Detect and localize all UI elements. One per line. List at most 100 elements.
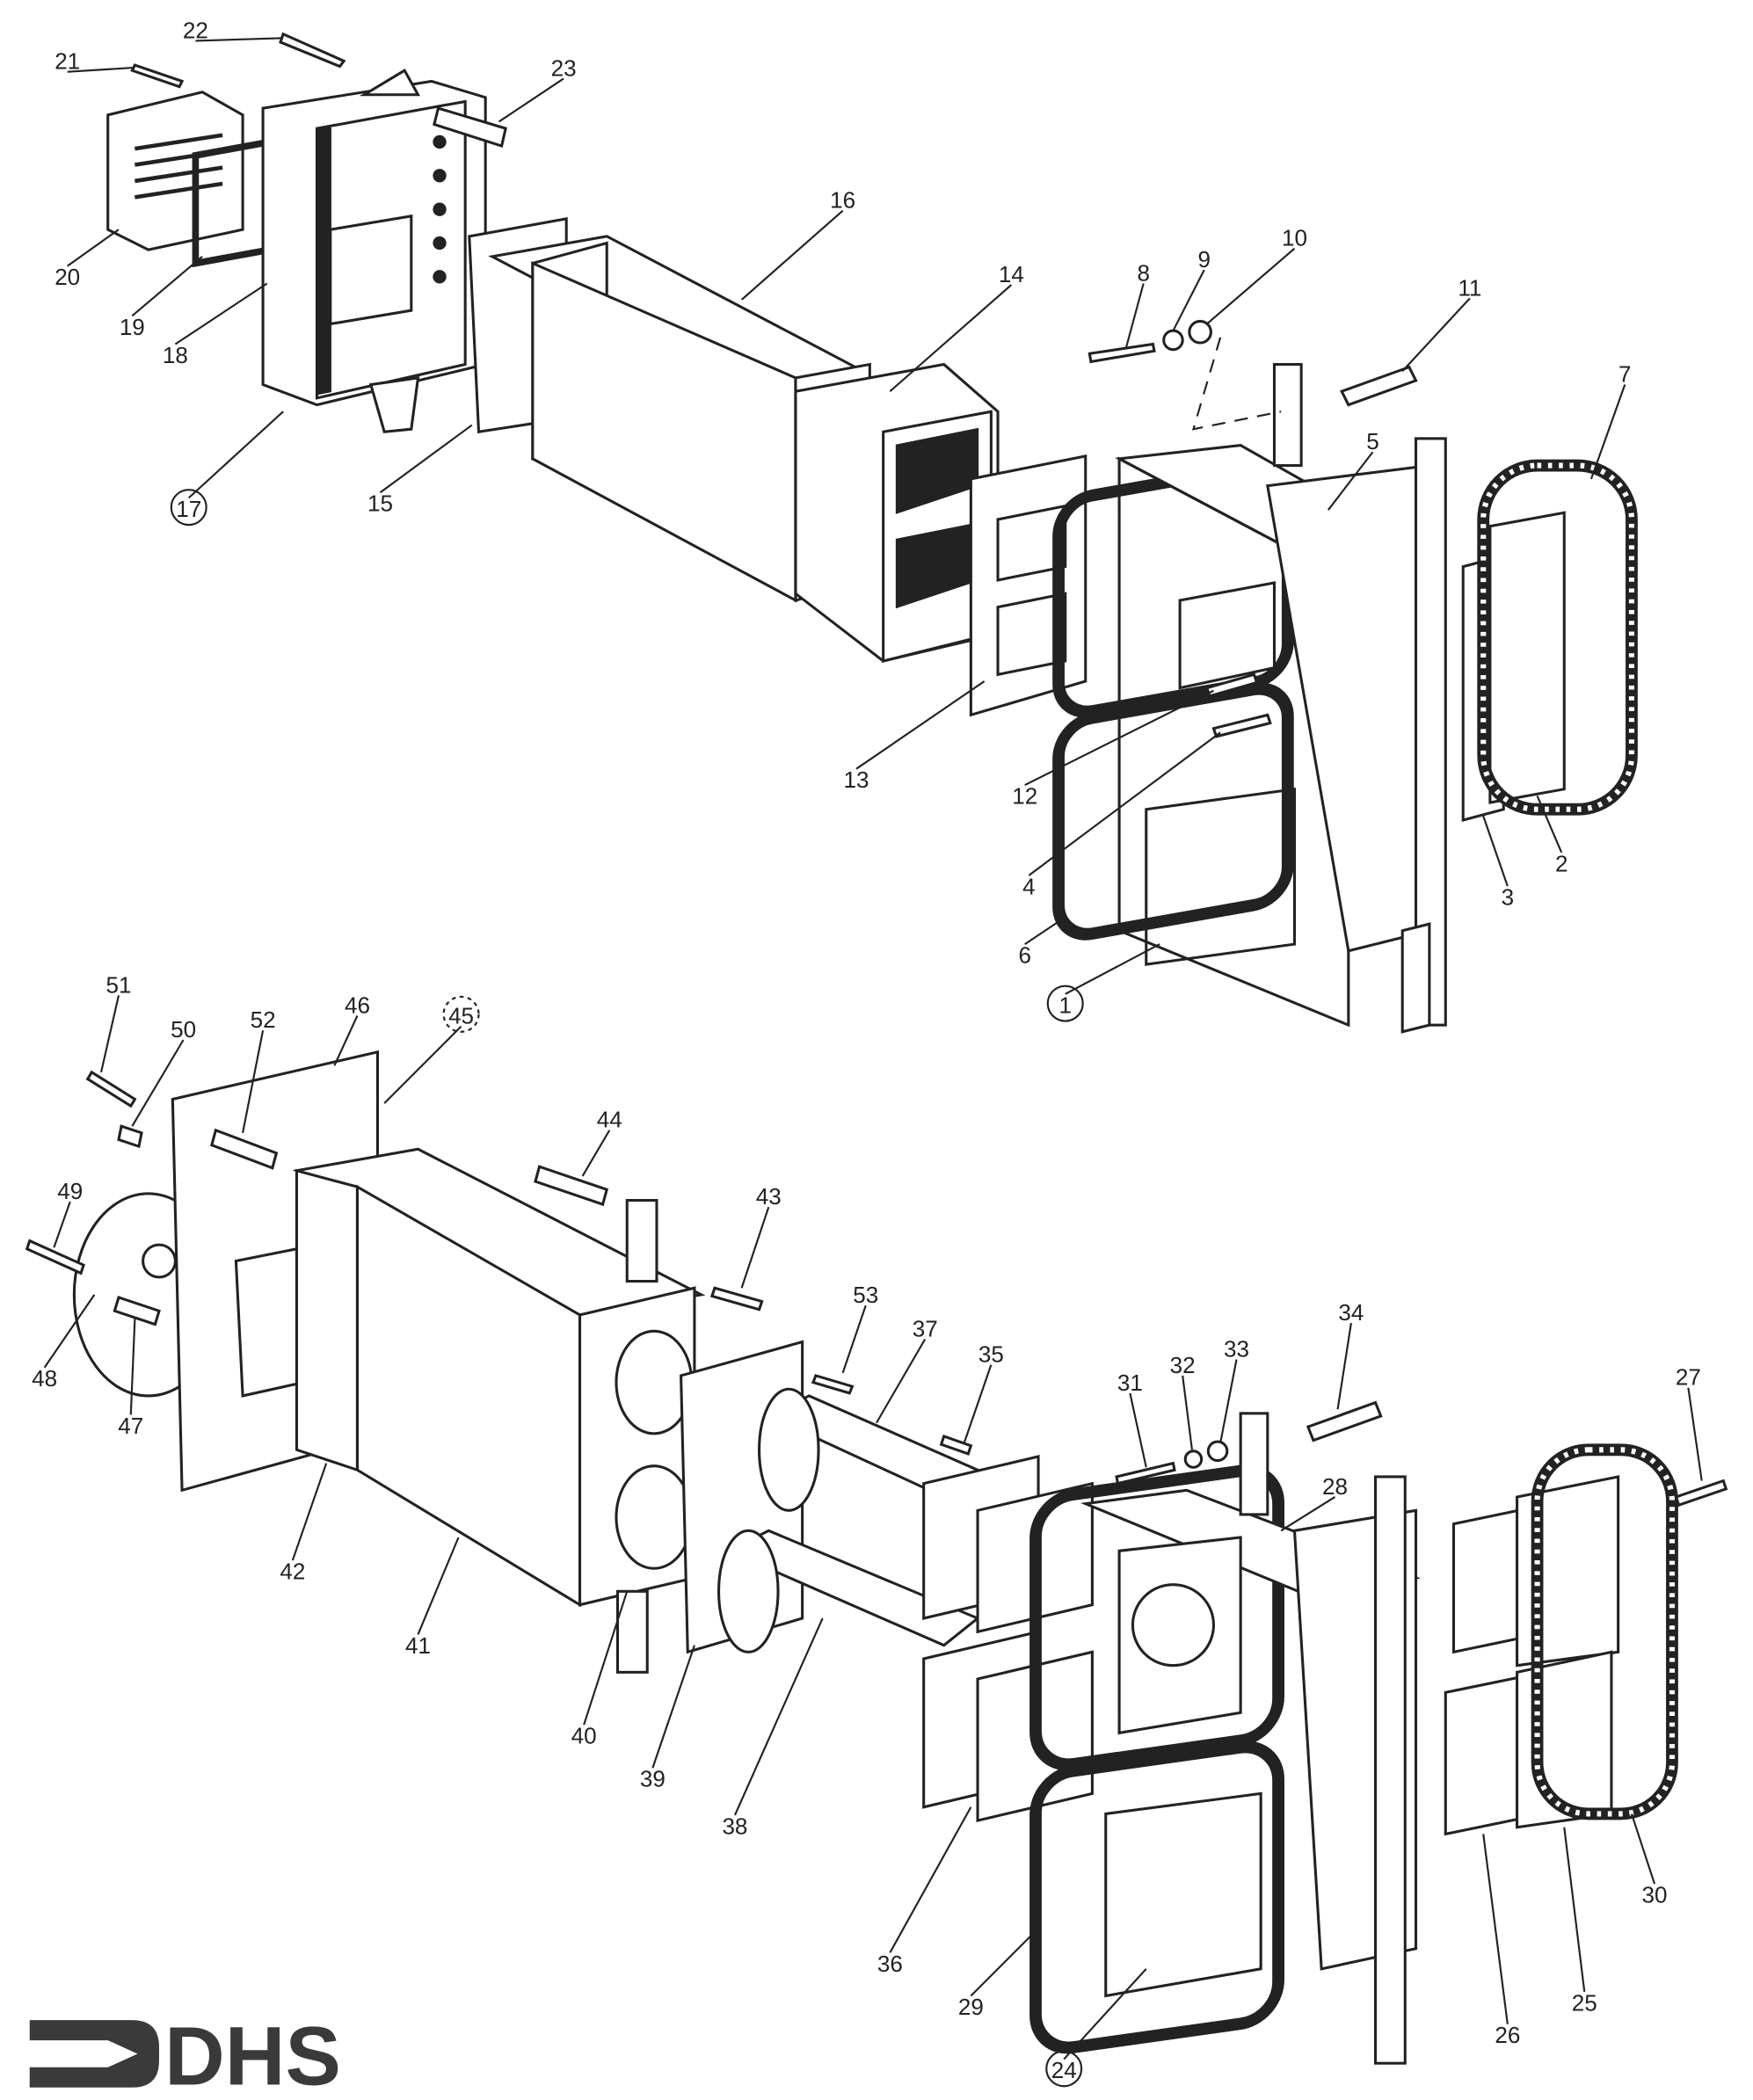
part-label-29: 29 (958, 1994, 984, 2020)
part-53-screw (811, 1374, 855, 1395)
leader-line-16 (740, 209, 844, 301)
leader-line-40 (583, 1591, 629, 1726)
part-label-49: 49 (57, 1178, 83, 1204)
part-24-main-box (1080, 1412, 1422, 2065)
part-label-23: 23 (551, 54, 577, 81)
part-label-53: 53 (853, 1282, 878, 1308)
part-37-38-tubes (717, 1387, 981, 1653)
part-18-housing (261, 69, 487, 433)
part-label-32: 32 (1170, 1352, 1196, 1378)
part-49-screw (25, 1239, 85, 1275)
part-6-gasket-rope (1052, 460, 1294, 941)
part-9-washer (1162, 329, 1184, 352)
part-47-pin (113, 1296, 161, 1326)
part-22-screw (279, 32, 346, 69)
leader-line-1 (1065, 943, 1160, 995)
part-32-washer (1183, 1450, 1204, 1469)
part-label-41: 41 (405, 1632, 431, 1659)
part-label-51: 51 (105, 971, 131, 998)
part-label-16: 16 (830, 187, 855, 214)
part-label-50: 50 (171, 1016, 196, 1043)
part-label-33: 33 (1224, 1335, 1249, 1362)
part-label-8: 8 (1137, 259, 1150, 286)
part-label-38: 38 (722, 1813, 747, 1839)
leader-line-28 (1280, 1496, 1336, 1532)
part-label-3: 3 (1502, 884, 1515, 911)
part-label-24: 24 (1051, 2057, 1077, 2083)
part-11-pin (1340, 365, 1418, 407)
leader-line-53 (841, 1304, 867, 1374)
dhs-logo-text: DHS (164, 2010, 341, 2100)
part-label-44: 44 (597, 1107, 622, 1133)
upper-assembly (106, 32, 1638, 1034)
part-27-screw (1674, 1479, 1728, 1508)
part-label-25: 25 (1572, 1989, 1597, 2016)
part-29-gasket-rope (1029, 1464, 1284, 2054)
part-label-27: 27 (1676, 1364, 1701, 1391)
leader-line-7 (1589, 384, 1626, 480)
part-20-grille (106, 91, 244, 251)
label-circle-24 (1045, 2050, 1083, 2088)
leader-line-36 (889, 1806, 972, 1953)
leader-line-6 (1024, 916, 1066, 945)
part-label-21: 21 (55, 48, 80, 75)
leader-line-31 (1129, 1392, 1147, 1468)
part-34-pin (1306, 1400, 1383, 1442)
part-label-20: 20 (55, 264, 80, 290)
leader-line-20 (67, 229, 120, 267)
leader-line-3 (1482, 816, 1509, 887)
part-label-5: 5 (1366, 428, 1379, 454)
leader-line-43 (740, 1206, 770, 1289)
part-label-39: 39 (640, 1766, 666, 1792)
leader-line-19 (131, 256, 203, 317)
part-52-pin (209, 1128, 279, 1170)
leader-line-34 (1336, 1322, 1352, 1410)
leader-line-5 (1327, 451, 1374, 511)
part-label-1: 1 (1058, 992, 1072, 1018)
part-label-18: 18 (163, 342, 188, 368)
part-label-19: 19 (120, 314, 145, 340)
part-8-bolt (1087, 342, 1156, 364)
part-44-pin (534, 1165, 609, 1207)
leader-line-14 (889, 284, 1013, 393)
part-label-26: 26 (1495, 2022, 1520, 2048)
leader-line-27 (1687, 1387, 1703, 1481)
part-label-2: 2 (1555, 850, 1568, 876)
part-label-12: 12 (1012, 783, 1037, 810)
part-40-plate (578, 1198, 696, 1674)
label-circle-17 (170, 489, 207, 527)
part-14-frame (794, 362, 1000, 663)
part-label-45: 45 (448, 1003, 474, 1029)
leader-line-51 (99, 995, 120, 1073)
part-50-screw (117, 1124, 143, 1149)
leader-line-11 (1401, 297, 1471, 372)
part-label-10: 10 (1282, 225, 1307, 251)
leader-line-21 (67, 67, 133, 73)
part-label-43: 43 (756, 1183, 782, 1210)
part-10-washer (1188, 319, 1212, 345)
part-label-7: 7 (1618, 360, 1632, 387)
part-51-screw (85, 1070, 137, 1108)
part-35-spring (939, 1434, 973, 1456)
part-label-52: 52 (251, 1006, 276, 1033)
part-33-washer (1206, 1440, 1229, 1463)
part-label-15: 15 (367, 490, 393, 517)
leader-line-8 (1124, 283, 1145, 349)
part-label-34: 34 (1338, 1299, 1364, 1326)
part-label-40: 40 (571, 1723, 597, 1749)
part-label-31: 31 (1117, 1370, 1143, 1396)
leader-line-22 (195, 37, 284, 42)
dhs-logo: DHS (29, 2010, 341, 2100)
leader-line-4 (1028, 731, 1221, 876)
leader-line-41 (417, 1537, 460, 1635)
part-30-rope-seal (1531, 1443, 1678, 1820)
leader-line-48 (43, 1294, 96, 1369)
leader-line-30 (1630, 1813, 1656, 1885)
part-21-screw (130, 63, 185, 89)
part-41-42-box (292, 1147, 706, 1608)
leader-line-46 (333, 1014, 359, 1066)
leader-line-18 (174, 282, 268, 345)
part-label-11: 11 (1458, 274, 1481, 301)
leader-line-26 (1482, 1834, 1509, 2024)
